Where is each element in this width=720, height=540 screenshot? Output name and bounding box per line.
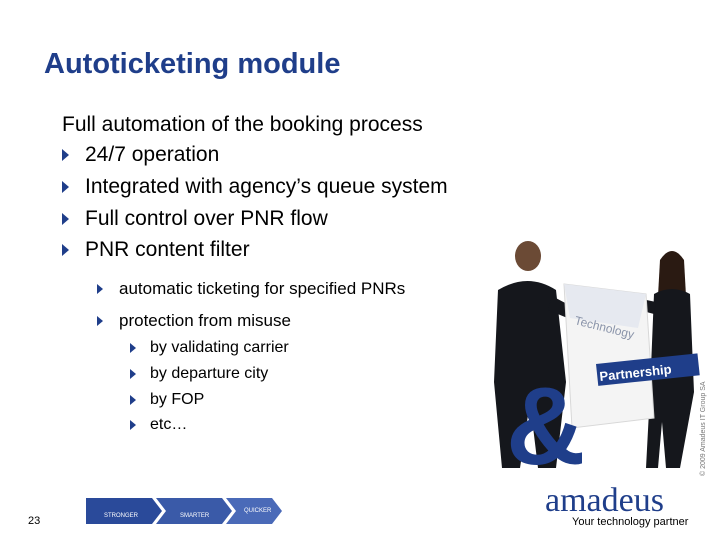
sub-sub-bullet-text: by departure city (150, 365, 269, 382)
bullet-arrow-icon (62, 181, 69, 193)
sub-bullet-text: protection from misuse (119, 311, 291, 330)
bullet-arrow-icon (130, 420, 136, 430)
lead-line: Full automation of the booking process (62, 113, 423, 136)
bullet-text: PNR content filter (85, 238, 250, 261)
chevron-quicker (226, 498, 282, 524)
left-person-body (494, 281, 566, 468)
tagline: Your technology partner (572, 516, 689, 528)
chevron-smarter (156, 498, 232, 524)
bullet-text: 24/7 operation (85, 143, 220, 166)
bullet-item: Integrated with agency’s queue system (62, 175, 448, 199)
partnership-photo: Technology Partnership & (494, 241, 700, 472)
sub-sub-bullet-item: by FOP (130, 391, 204, 409)
bullet-item: 24/7 operation (62, 143, 219, 167)
sub-sub-bullet-text: by FOP (150, 391, 205, 408)
amadeus-logo: amadeus (545, 482, 664, 519)
bullet-arrow-icon (62, 244, 69, 256)
bullet-arrow-icon (130, 395, 136, 405)
bullet-item: PNR content filter (62, 238, 250, 262)
copyright-notice: © 2009 Amadeus IT Group SA (700, 381, 707, 476)
bullet-arrow-icon (97, 284, 103, 294)
bullet-text: Full control over PNR flow (85, 207, 328, 230)
ampersand-symbol: & (506, 365, 585, 472)
card-shading (564, 284, 646, 328)
bullet-arrow-icon (62, 149, 69, 161)
bullet-arrow-icon (97, 316, 103, 326)
chevron-label: STRONGER (104, 513, 139, 519)
right-person-hair (658, 251, 686, 296)
sub-bullet-item: protection from misuse (97, 311, 291, 331)
page-number: 23 (28, 515, 41, 527)
sub-bullet-text: automatic ticketing for specified PNRs (119, 279, 406, 298)
card-partnership-band (596, 353, 700, 386)
slide-title: Autoticketing module (44, 48, 341, 80)
chevron-label: SMARTER (180, 513, 210, 519)
bullet-item: Full control over PNR flow (62, 207, 328, 231)
sub-sub-bullet-text: etc… (150, 416, 188, 433)
sub-sub-bullet-text: by validating carrier (150, 339, 289, 356)
left-person-head (515, 241, 541, 271)
right-person-body (646, 289, 694, 468)
chevron-stronger (86, 498, 162, 524)
bullet-text: Integrated with agency’s queue system (85, 175, 448, 198)
bullet-arrow-icon (130, 343, 136, 353)
bullet-arrow-icon (130, 369, 136, 379)
sub-sub-bullet-item: by departure city (130, 365, 268, 383)
sub-bullet-item: automatic ticketing for specified PNRs (97, 279, 405, 299)
sub-sub-bullet-item: by validating carrier (130, 339, 289, 357)
chevron-label: QUICKER (244, 508, 272, 514)
sub-sub-bullet-item: etc… (130, 416, 187, 434)
chevron-strip: STRONGER SMARTER QUICKER (86, 498, 282, 524)
bullet-arrow-icon (62, 213, 69, 225)
